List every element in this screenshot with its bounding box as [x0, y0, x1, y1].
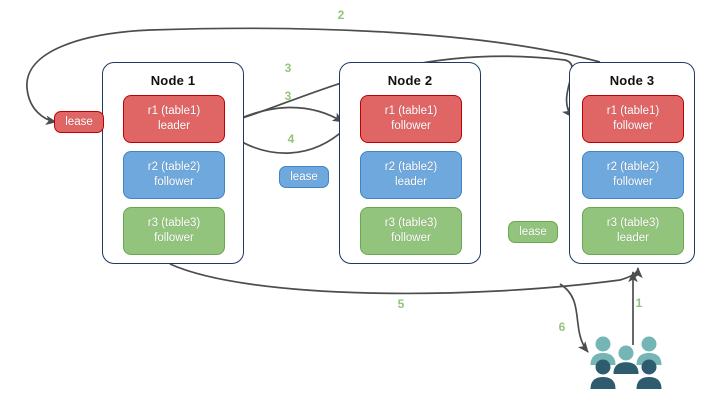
step-label-6: 6 [552, 320, 572, 334]
lease-label: lease [519, 226, 547, 238]
replica-name: r3 (table3) [147, 217, 201, 230]
step-number: 5 [397, 297, 405, 311]
replica-role: leader [617, 232, 649, 244]
step-number: 3 [284, 89, 292, 103]
node-title: Node 3 [609, 73, 655, 88]
node-title: Node 1 [150, 73, 196, 88]
replica-name: r1 (table1) [147, 105, 201, 118]
step-label-3b: 3 [278, 89, 298, 103]
node-container-node1[interactable]: Node 1 r1 (table1) leader r2 (table2) fo… [102, 62, 244, 264]
replica-role: follower [154, 232, 194, 244]
replica-name: r1 (table1) [384, 105, 438, 118]
step-label-3a: 3 [278, 61, 298, 75]
node-title: Node 2 [387, 73, 433, 88]
step-label-2: 2 [331, 8, 351, 22]
replica-node2-r1[interactable]: r1 (table1) follower [360, 95, 462, 143]
replica-role: follower [613, 176, 653, 188]
step-number: 6 [558, 320, 566, 334]
lease-label: lease [290, 171, 318, 183]
replica-role: follower [613, 120, 653, 132]
node-container-node3[interactable]: Node 3 r1 (table1) follower r2 (table2) … [569, 62, 695, 264]
replica-role: follower [391, 232, 431, 244]
users-icon [590, 336, 662, 389]
step-label-1: 1 [629, 296, 649, 310]
lease-badge-red[interactable]: lease [54, 111, 104, 133]
replica-node1-r3[interactable]: r3 (table3) follower [123, 207, 225, 255]
edge-step-6 [559, 283, 589, 353]
step-label-4: 4 [281, 132, 301, 146]
replica-name: r2 (table2) [147, 161, 201, 174]
step-number: 1 [635, 296, 643, 310]
replica-node2-r3[interactable]: r3 (table3) follower [360, 207, 462, 255]
lease-badge-green[interactable]: lease [508, 221, 558, 243]
replica-name: r3 (table3) [384, 217, 438, 230]
replica-role: leader [395, 176, 427, 188]
lease-label: lease [65, 116, 93, 128]
replica-role: follower [154, 176, 194, 188]
replica-node1-r1[interactable]: r1 (table1) leader [123, 95, 225, 143]
replica-name: r2 (table2) [606, 161, 660, 174]
replica-role: follower [391, 120, 431, 132]
step-label-5: 5 [391, 297, 411, 311]
replica-name: r1 (table1) [606, 105, 660, 118]
step-number: 4 [287, 132, 295, 146]
replica-node2-r2[interactable]: r2 (table2) leader [360, 151, 462, 199]
replica-node3-r3[interactable]: r3 (table3) leader [582, 207, 684, 255]
replica-node1-r2[interactable]: r2 (table2) follower [123, 151, 225, 199]
replica-role: leader [158, 120, 190, 132]
lease-badge-blue[interactable]: lease [279, 166, 329, 188]
edge-step-5 [169, 263, 643, 295]
node-container-node2[interactable]: Node 2 r1 (table1) follower r2 (table2) … [339, 62, 481, 264]
replica-node3-r2[interactable]: r2 (table2) follower [582, 151, 684, 199]
replica-name: r3 (table3) [606, 217, 660, 230]
step-number: 3 [284, 61, 292, 75]
step-number: 2 [337, 8, 345, 22]
replica-name: r2 (table2) [384, 161, 438, 174]
replica-node3-r1[interactable]: r1 (table1) follower [582, 95, 684, 143]
